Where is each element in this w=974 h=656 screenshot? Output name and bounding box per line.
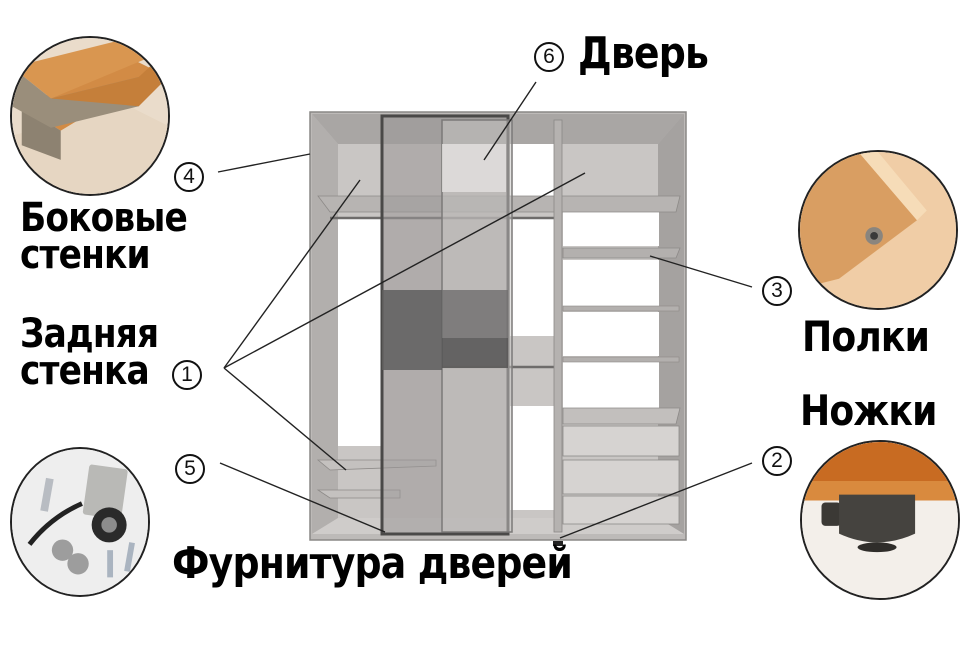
label-shelves: Полки xyxy=(802,312,930,361)
label-back-wall-line1: Задняя xyxy=(20,311,159,357)
label-side-walls: Боковые стенки xyxy=(20,195,188,278)
callout-2: 2 xyxy=(762,446,792,476)
shelf-support-photo xyxy=(798,150,958,310)
label-side-walls-line1: Боковые xyxy=(20,195,188,241)
label-back-wall: Задняя стенка xyxy=(20,311,159,394)
label-shelves-text: Полки xyxy=(802,312,930,361)
label-legs-text: Ножки xyxy=(800,386,937,435)
label-door-hardware: Фурнитура дверей xyxy=(172,538,573,589)
callout-3: 3 xyxy=(762,276,792,306)
label-legs: Ножки xyxy=(800,386,937,435)
label-door-hardware-text: Фурнитура дверей xyxy=(172,538,573,589)
callout-1: 1 xyxy=(172,360,202,390)
callout-5: 5 xyxy=(175,454,205,484)
chipboard-side-panel-photo xyxy=(10,36,170,196)
furniture-leg-photo xyxy=(800,440,960,600)
callout-6: 6 xyxy=(534,42,564,72)
door-roller-hardware-photo xyxy=(10,447,150,597)
callout-4: 4 xyxy=(174,162,204,192)
label-door-text: Дверь xyxy=(578,28,709,79)
label-side-walls-line2: стенки xyxy=(20,231,151,278)
label-door: Дверь xyxy=(578,28,709,79)
label-back-wall-line2: стенка xyxy=(20,347,150,394)
